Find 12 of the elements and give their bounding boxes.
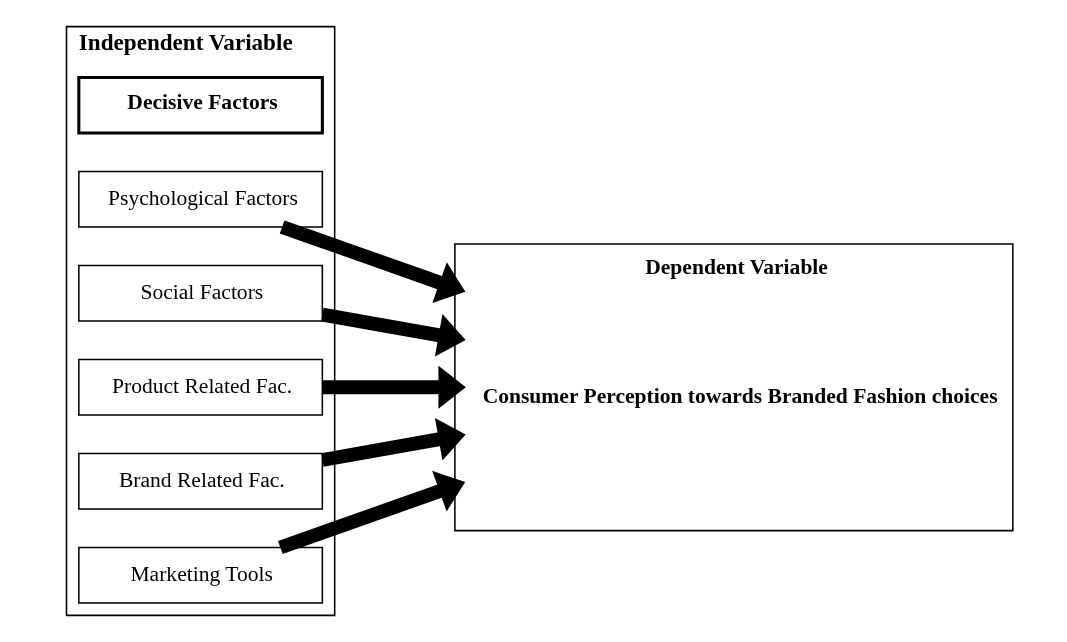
arrow xyxy=(278,470,466,555)
node-box: Product Related Fac. xyxy=(78,358,324,416)
arrow xyxy=(321,418,466,467)
arrow xyxy=(279,220,466,303)
node-box: Psychological Factors xyxy=(78,170,324,228)
arrow xyxy=(321,307,466,357)
node-box: Decisive Factors xyxy=(77,75,324,135)
node-box: Brand Related Fac. xyxy=(78,452,324,510)
node-box: Dependent Variable Consumer Perception towards Branded Fashion choices xyxy=(454,243,1014,532)
node-box: Social Factors xyxy=(78,264,324,322)
arrow xyxy=(322,365,466,409)
node-box: Marketing Tools xyxy=(78,546,324,604)
